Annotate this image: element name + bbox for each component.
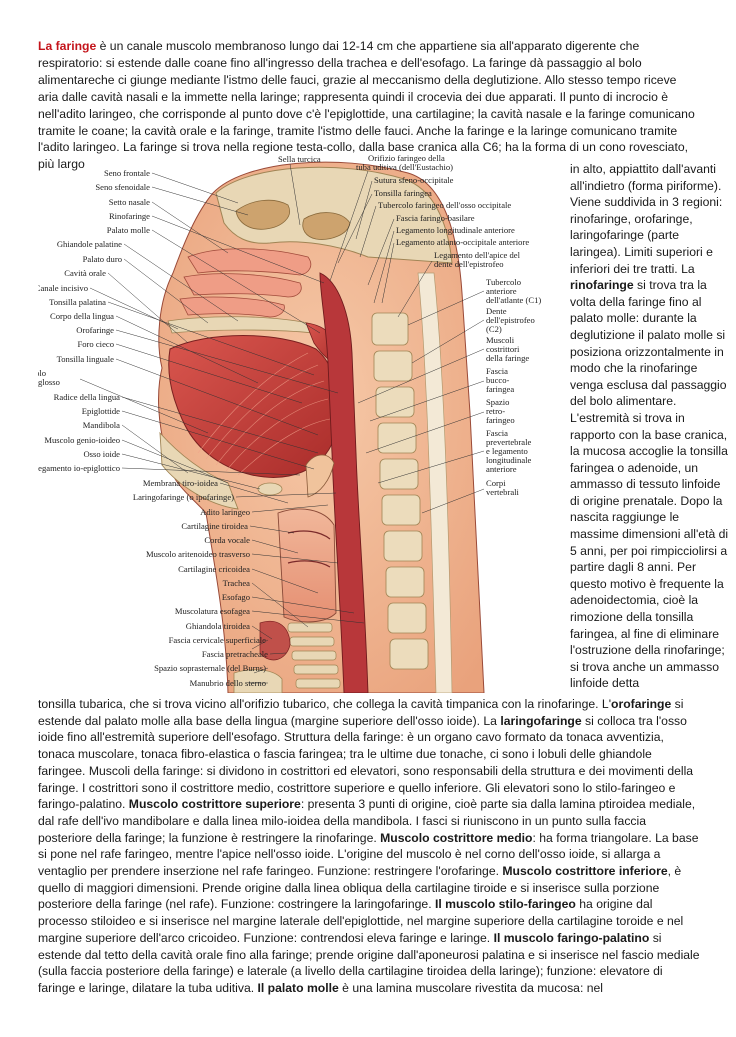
term-rinofaringe: rinofaringe [570,278,634,293]
label-atlante-c1: dell'atlante (C1) [486,295,541,305]
label-aritenoideo-trasverso: Muscolo aritenoideo trasverso [146,549,250,559]
label-sutura-sfeno-occipitale: Sutura sfeno-occipitale [374,175,454,185]
label-fascia-faringo-basilare: Fascia faringo-basilare [396,213,475,223]
label-mandibola: Mandibola [83,420,120,430]
label-tonsilla-linguale: Tonsilla linguale [57,354,115,364]
label-corda-vocale: Corda vocale [204,535,250,545]
bottom-text-1: tonsilla tubarica, che si trova vicino a… [38,697,612,711]
side-text-1: in alto, appiattito dall'avanti all'indi… [570,162,723,276]
term-faringo-palatino: Il muscolo faringo-palatino [493,930,650,945]
label-faringeo: faringeo [486,415,515,425]
label-tuba-uditiva: tuba uditiva (dell'Eustachio) [356,162,453,172]
label-e-legamento: e legamento [486,446,528,456]
term-laringofaringe: laringofaringe [500,713,582,728]
label-anteriore: anteriore [486,286,517,296]
label-fascia-pretracheale: Fascia pretracheale [202,649,268,659]
label-costrittori: costrittori [486,344,520,354]
bottom-text-7: ha origine dal processo stiloideo e si i… [38,897,684,945]
label-esofago: Esofago [222,592,250,602]
term-stilo-faringeo: Il muscolo stilo-faringeo [435,897,576,912]
label-epistrofeo: dell'epistrofeo [486,315,535,325]
anatomy-figure: Seno frontale Seno sfenoidale Setto nasa… [38,153,568,693]
label-tubercolo: Tubercolo [486,277,521,287]
label-spazio-soprasternale: Spazio soprasternale (del Burns) [154,663,266,673]
label-orifizio-faringeo: Orifizio faringeo della [368,153,445,163]
label-fascia-2: Fascia [486,428,508,438]
label-cartilagine-tiroidea: Cartilagine tiroidea [181,521,248,531]
intro-text: è un canale muscolo membranoso lungo dai… [38,39,695,172]
label-legamento-atlanto-occipitale: Legamento atlanto-occipitale anteriore [396,237,529,247]
label-corpi: Corpi [486,478,506,488]
label-orofaringe: Orofaringe [76,325,114,335]
term-palato-molle: Il palato molle [257,980,339,995]
label-dente: Dente [486,306,507,316]
bottom-text-9: è una lamina muscolare rivestita da muco… [338,980,603,995]
label-sella-turcica: Sella turcica [278,154,321,164]
bottom-text-2: si estende dal palato molle alla base de… [38,697,684,728]
label-genio-glosso: genio-glosso [38,377,60,387]
intro-paragraph: La faringe è un canale muscolo membranos… [38,38,700,173]
label-spazio: Spazio [486,397,509,407]
label-cavita-orale: Cavità orale [64,268,106,278]
bottom-text-8: si estende dal tetto della cavità orale … [38,930,700,995]
term-costrittore-medio: Muscolo costrittore medio [380,830,533,845]
label-corpo-lingua: Corpo della lingua [50,311,114,321]
label-muscolo: Muscolo [38,368,46,378]
label-ghiandola-tiroidea: Ghiandola tiroidea [186,621,250,631]
label-dente-epistrofeo: dente dell'epistrofeo [434,259,504,269]
label-palato-duro: Palato duro [83,254,122,264]
label-membrana-tiro-ioidea: Membrana tiro-ioidea [143,478,218,488]
label-epiglottide: Epiglottide [82,406,120,416]
bottom-paragraph: tonsilla tubarica, che si trova vicino a… [38,696,700,997]
label-muscoli: Muscoli [486,335,515,345]
label-cartilagine-cricoidea: Cartilagine cricoidea [178,564,250,574]
label-legamento-io-epiglottico: Legamento io-epiglottico [38,463,120,473]
label-genio-ioideo: Muscolo genio-ioideo [44,435,120,445]
label-laringofaringe: Laringofaringe (o ipofaringe) [133,492,234,502]
label-legamento-apice: Legamento dell'apice del [434,250,521,260]
label-della-faringe: della faringe [486,353,529,363]
label-tubercolo-faringeo: Tubercolo faringeo dell'osso occipitale [378,200,511,210]
label-adito-laringeo: Adito laringeo [200,507,250,517]
label-faringea: faringea [486,384,514,394]
side-text-2: si trova tra la volta della faringe fino… [570,278,729,691]
label-trachea: Trachea [223,578,251,588]
bottom-text-6: , è quello di maggiori dimensioni. Prend… [38,864,682,912]
label-seno-sfenoidale: Seno sfenoidale [95,182,150,192]
label-tonsilla-palatina: Tonsilla palatina [49,297,106,307]
bottom-text-4: : presenta 3 punti di origine, cioè part… [38,797,696,845]
label-muscolatura-esofagea: Muscolatura esofagea [175,606,250,616]
label-anteriore-2: anteriore [486,464,517,474]
label-longitudinale: longitudinale [486,455,532,465]
label-setto-nasale: Setto nasale [109,197,150,207]
label-tonsilla-faringea: Tonsilla faringea [374,188,432,198]
label-vertebrali: vertebrali [486,487,520,497]
label-palato-molle: Palato molle [107,225,150,235]
label-fascia: Fascia [486,366,508,376]
term-costrittore-superiore: Muscolo costrittore superiore [128,797,301,812]
label-canale-incisivo: Canale incisivo [38,283,88,293]
label-prevertebrale: prevertebrale [486,437,532,447]
label-bucco: bucco- [486,375,510,385]
label-retro: retro- [486,406,505,416]
label-radice-lingua: Radice della lingua [54,392,121,402]
label-legamento-longitudinale: Legamento longitudinale anteriore [396,225,515,235]
sagittal-section-illustration: Seno frontale Seno sfenoidale Setto nasa… [38,153,541,693]
label-rinofaringe: Rinofaringe [109,211,150,221]
label-foro-cieco: Foro cieco [77,339,114,349]
label-c2: (C2) [486,324,502,334]
label-seno-frontale: Seno frontale [104,168,150,178]
title-pharynx: La faringe [38,39,97,53]
term-costrittore-inferiore: Muscolo costrittore inferiore [502,864,668,879]
bottom-text-3: si colloca tra l'osso ioide fino all'est… [38,713,694,812]
term-orofaringe: orofaringe [611,697,672,711]
label-manubrio-sterno: Manubrio dello sterno [190,678,266,688]
side-paragraph: in alto, appiattito dall'avanti all'indi… [570,161,730,692]
bottom-text-5: : ha forma triangolare. La base si pone … [38,830,699,879]
label-ghiandole-palatine: Ghiandole palatine [57,239,122,249]
label-fascia-cervicale: Fascia cervicale superficiale [169,635,267,645]
label-osso-ioide: Osso ioide [83,449,120,459]
